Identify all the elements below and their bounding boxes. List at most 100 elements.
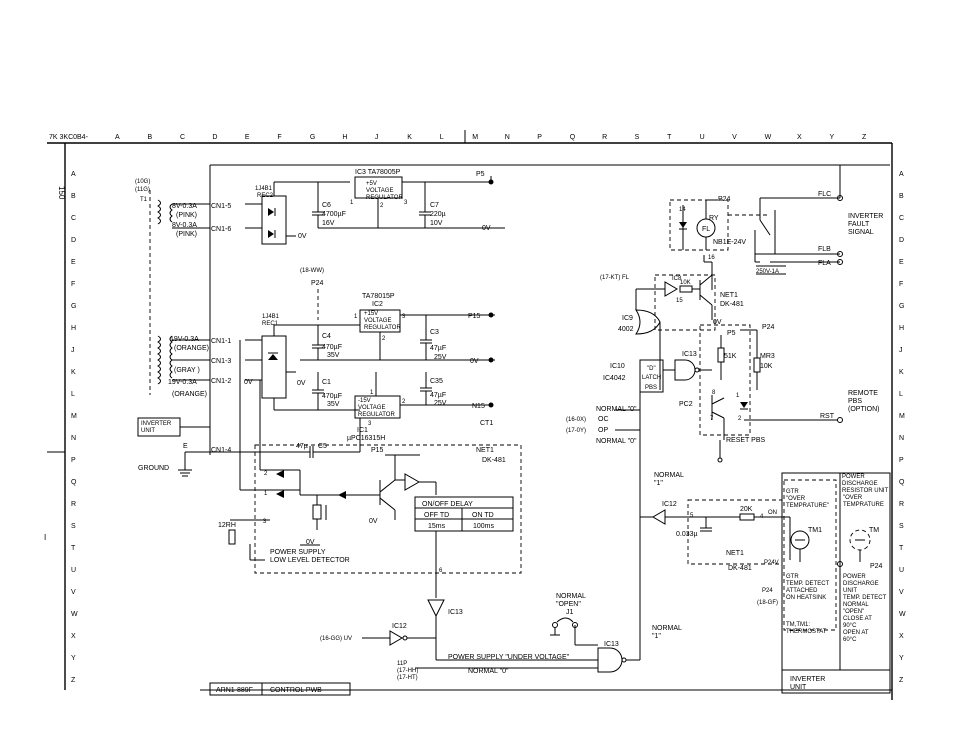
pc2-pin2: 2 (738, 416, 742, 422)
ref-16-0x: (16-0X) (566, 417, 586, 423)
cn1-1: CN1-1 (211, 338, 231, 345)
relay-part: NB1E-24V (713, 239, 746, 246)
rail-p5: P5 (476, 171, 485, 178)
cn1-6: CN1-6 (211, 226, 231, 233)
p5-b: P5 (727, 330, 736, 337)
t1-color-1: (PINK) (176, 212, 197, 219)
row-letter-right: X (899, 633, 904, 640)
ic8-net: NET1 (720, 292, 738, 299)
tm-label: TM (869, 527, 879, 534)
column-letter: G (310, 134, 315, 141)
ic10-latch (615, 359, 664, 431)
pc2-pin8: 8 (712, 390, 716, 396)
relay-ry (669, 199, 770, 290)
ic13-b-ref: IC13 (448, 609, 463, 616)
row-letter-left: W (71, 611, 78, 618)
ic9-ref: IC9 (622, 315, 633, 322)
row-letter-right: L (899, 391, 903, 398)
ref-18ww: (18-WW) (300, 268, 324, 274)
mr3-name: MR3 (760, 353, 775, 360)
rail-n15: N15 (472, 403, 485, 410)
ic13-nand (550, 390, 641, 673)
ic2-regulator (300, 309, 495, 363)
c1-ref: C1 (322, 379, 331, 386)
p24-c: P24 (870, 563, 883, 570)
detector-net: NET1 (476, 447, 494, 454)
detector-p15: P15 (371, 447, 384, 454)
ic3-pin1: 1 (350, 200, 354, 206)
t1-color-4: (GRAY ) (174, 367, 200, 374)
c5-value: 47µ (296, 443, 308, 450)
ic3-pin2: 2 (380, 203, 384, 209)
column-letter: T (667, 134, 672, 141)
row-letter-left: Y (71, 655, 76, 662)
row-letter-left: N (71, 435, 76, 442)
column-letter: U (700, 134, 705, 141)
ic3-pin3: 3 (404, 200, 408, 206)
row-letter-right: P (899, 457, 904, 464)
c5-ref: C5 (318, 443, 327, 450)
t1-tag2: (11G) (135, 187, 150, 193)
row-letter-right: V (899, 589, 904, 596)
ground-label: GROUND (138, 465, 169, 472)
ic3-title: IC3 TA78005P (355, 169, 401, 176)
column-letter: F (277, 134, 281, 141)
t1-winding-3: 19V-0.3A (170, 336, 199, 343)
column-letter: H (342, 134, 347, 141)
oc-label: OC (598, 416, 609, 423)
ic12-pin5: 5 (690, 513, 694, 519)
c7-ref: C7 (430, 202, 439, 209)
ic8-ref: IC8 (672, 276, 682, 282)
pc2-pin1: 1 (736, 393, 740, 399)
drawing-name: CONTROL PWB (270, 687, 322, 694)
row-letter-right: E (899, 259, 904, 266)
c4-ref: C4 (322, 333, 331, 340)
normal-1-b: NORMAL"1" (652, 625, 682, 640)
relay-p24: P24 (718, 196, 731, 203)
rec1-ref: REC1 (262, 321, 279, 327)
terminal-flc: FLC (818, 191, 831, 198)
column-letter: P (537, 134, 542, 141)
normal-open: NORMAL"OPEN" (556, 593, 586, 608)
ic3-regulator (312, 176, 505, 229)
connector-cn1 (209, 164, 890, 455)
column-letter: X (797, 134, 802, 141)
normal-0-a: NORMAL "0" (596, 406, 637, 413)
column-letter: W (765, 134, 772, 141)
ic10-part: IC4042 (603, 375, 626, 382)
ic12-b-ref12: (17-HT) (397, 675, 418, 681)
c35-value: 47µF (430, 392, 446, 399)
t1-color-2: (PINK) (176, 231, 197, 238)
rail-0v-a: 0V (298, 233, 307, 240)
detector-pin2: 2 (264, 471, 268, 477)
ic10-ref: IC10 (610, 363, 625, 370)
detector-part: DK-481 (482, 457, 506, 464)
ic1-pin3: 3 (368, 421, 372, 427)
row-letter-right: J (899, 347, 903, 354)
c4-value: 470µF (322, 344, 342, 351)
row-letter-right: U (899, 567, 904, 574)
ic2-pin3: 3 (402, 314, 406, 320)
row-letter-right: N (899, 435, 904, 442)
ic1-pin1: 1 (370, 390, 374, 396)
delay-val-on: 100ms (473, 523, 495, 530)
ic10-d: "D" (647, 366, 656, 372)
ic12-cap: 0.033µ (676, 531, 698, 538)
ic8-10k: 10K (680, 280, 691, 286)
row-letter-right: Q (899, 479, 905, 486)
column-letter: Z (862, 134, 867, 141)
detector-0v-b: 0V (306, 539, 315, 546)
row-letter-left: T (71, 545, 76, 552)
rail-0v-small: 0V (244, 379, 253, 386)
ic2-ref: IC2 (372, 301, 383, 308)
row-letter-right: B (899, 193, 904, 200)
detector-pin6: 6 (439, 568, 443, 574)
relay-pin16: 16 (708, 255, 715, 261)
